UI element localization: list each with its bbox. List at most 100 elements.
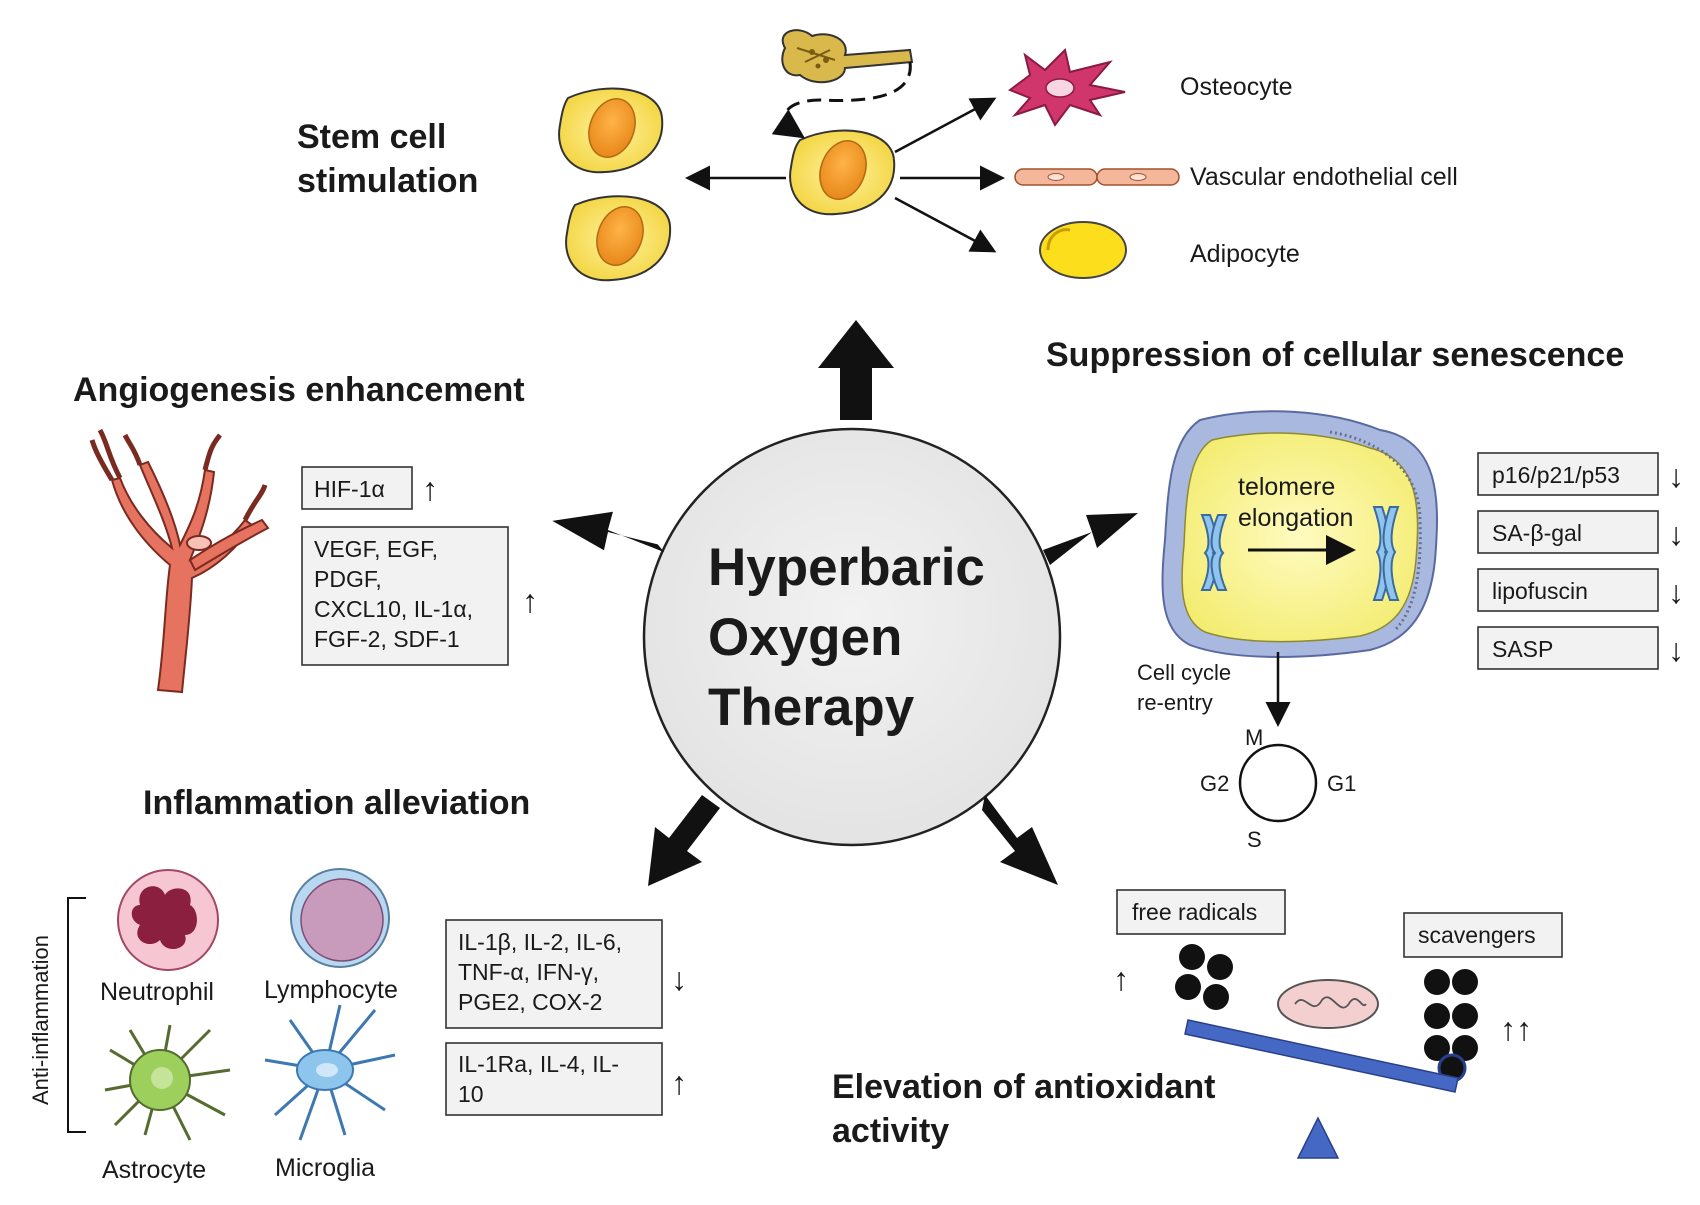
scavengers-label: scavengers: [1418, 922, 1536, 948]
antioxidant-section: Elevation of antioxidant activity free r…: [832, 889, 1563, 1159]
anti-line-1: IL-1Ra, IL-4, IL-: [458, 1051, 619, 1077]
astrocyte-label: Astrocyte: [102, 1156, 206, 1184]
blood-vessel-icon: [89, 428, 270, 694]
scavengers-box: [1403, 912, 1563, 958]
chromosome-left-icon: [1200, 514, 1228, 591]
pro-line-1: IL-1β, IL-2, IL-6,: [458, 929, 622, 955]
cycle-label-line-1: Cell cycle: [1137, 660, 1231, 685]
phase-g1: G1: [1327, 771, 1356, 796]
inflammation-title: Inflammation alleviation: [143, 784, 530, 822]
stem-cell-center: [789, 129, 896, 216]
neutrophil-label: Neutrophil: [100, 978, 214, 1006]
free-radicals-label: free radicals: [1132, 899, 1257, 925]
center-line-1: Hyperbaric: [708, 538, 985, 597]
bone-to-cell-dashed-arrow: [771, 61, 912, 139]
adipocyte-icon: [1039, 221, 1127, 279]
marker-4-arrow: ↓: [1668, 632, 1684, 668]
arrow-to-osteocyte: [894, 97, 997, 154]
arrow-lower-left: [648, 795, 720, 886]
cell-cycle-icon: M G1 S G2: [1200, 725, 1356, 852]
marker-2-arrow: ↓: [1668, 516, 1684, 552]
chromosome-right-icon: [1372, 506, 1400, 601]
seesaw-beam: [1184, 1019, 1459, 1093]
marker-3-arrow: ↓: [1668, 574, 1684, 610]
marker-1-label: p16/p21/p53: [1492, 462, 1620, 488]
gf-line-3: CXCL10, IL-1α,: [314, 596, 473, 622]
center-node: Hyperbaric Oxygen Therapy: [642, 427, 1062, 847]
stem-title-line-1: Stem cell: [297, 118, 446, 156]
marker-2-label: SA-β-gal: [1492, 520, 1582, 546]
scavengers-arrow: ↑↑: [1500, 1011, 1532, 1047]
arrow-lower-right: [982, 795, 1058, 885]
pro-inflammatory-box: [445, 919, 663, 1029]
osteocyte-icon: [1007, 48, 1126, 127]
osteocyte-label: Osteocyte: [1180, 73, 1293, 101]
marker-box-3: [1477, 568, 1659, 612]
radial-arrows: [552, 320, 1138, 886]
free-radicals-arrow: ↑: [1113, 961, 1129, 997]
marker-list: p16/p21/p53 ↓ SA-β-gal ↓ lipofuscin ↓ SA…: [1477, 452, 1684, 670]
bone-icon: [781, 29, 914, 84]
arrow-upper-left: [552, 511, 665, 553]
senescent-cell-icon: [1161, 410, 1438, 658]
pro-line-3: PGE2, COX-2: [458, 989, 602, 1015]
marker-box-2: [1477, 510, 1659, 554]
anti-inflammation-label: Anti-inflammation: [28, 935, 53, 1105]
pro-arrow: ↓: [671, 961, 687, 997]
anti-inflammation-bracket: [67, 897, 86, 1133]
lymphocyte-label: Lymphocyte: [264, 976, 398, 1004]
marker-1-arrow: ↓: [1668, 458, 1684, 494]
telomere-line-2: elongation: [1238, 504, 1353, 532]
gf-line-1: VEGF, EGF,: [314, 536, 438, 562]
phase-m: M: [1245, 725, 1263, 750]
senescence-title: Suppression of cellular senescence: [1046, 336, 1624, 374]
phase-s: S: [1247, 827, 1262, 852]
phase-g2: G2: [1200, 771, 1229, 796]
marker-4-label: SASP: [1492, 636, 1553, 662]
scavenger-dots: [1424, 969, 1478, 1083]
hif-text: HIF-1α: [314, 476, 385, 502]
marker-3-label: lipofuscin: [1492, 578, 1588, 604]
center-line-3: Therapy: [708, 678, 915, 737]
microglia-label: Microglia: [275, 1154, 375, 1182]
seesaw-fulcrum: [1296, 1116, 1340, 1159]
telomere-line-1: telomere: [1238, 473, 1335, 501]
inflammation-section: Inflammation alleviation Anti-inflammati…: [28, 784, 687, 1184]
angio-title: Angiogenesis enhancement: [73, 371, 525, 409]
stem-cell-left-top: [558, 87, 664, 174]
anti-arrow: ↑: [671, 1065, 687, 1101]
marker-box-4: [1477, 626, 1659, 670]
astrocyte-icon: [104, 1024, 231, 1141]
antioxidant-title-line-2: activity: [832, 1112, 949, 1150]
arrow-upper-right: [1043, 513, 1138, 565]
free-radicals-box: [1116, 889, 1286, 935]
free-radical-dots: [1175, 944, 1233, 1010]
microglia-icon: [264, 1004, 396, 1141]
center-line-2: Oxygen: [708, 608, 902, 667]
growth-factor-box: [301, 526, 509, 666]
stem-cell-left-bottom: [565, 195, 672, 282]
adipocyte-label: Adipocyte: [1190, 240, 1300, 268]
arrow-up: [818, 320, 894, 420]
gf-line-2: PDGF,: [314, 566, 382, 592]
center-circle: [642, 427, 1062, 847]
gf-arrow: ↑: [522, 583, 538, 619]
antioxidant-title-line-1: Elevation of antioxidant: [832, 1068, 1215, 1106]
stem-title-line-2: stimulation: [297, 162, 478, 200]
hif-arrow: ↑: [422, 471, 438, 507]
endothelial-icon: [1014, 168, 1180, 186]
neutrophil-icon: [117, 869, 219, 971]
gf-line-4: FGF-2, SDF-1: [314, 626, 460, 652]
pro-line-2: TNF-α, IFN-γ,: [458, 959, 599, 985]
cycle-label-line-2: re-entry: [1137, 690, 1213, 715]
anti-inflammatory-box: [445, 1042, 663, 1116]
marker-box-1: [1477, 452, 1659, 496]
arrow-to-adipocyte: [894, 196, 997, 253]
angiogenesis-section: Angiogenesis enhancement HIF-1α ↑ VEGF, …: [73, 371, 538, 694]
anti-line-2: 10: [458, 1081, 484, 1107]
mitochondrion-icon: [1277, 979, 1379, 1029]
lymphocyte-icon: [290, 868, 390, 968]
endothelial-label: Vascular endothelial cell: [1190, 163, 1458, 191]
